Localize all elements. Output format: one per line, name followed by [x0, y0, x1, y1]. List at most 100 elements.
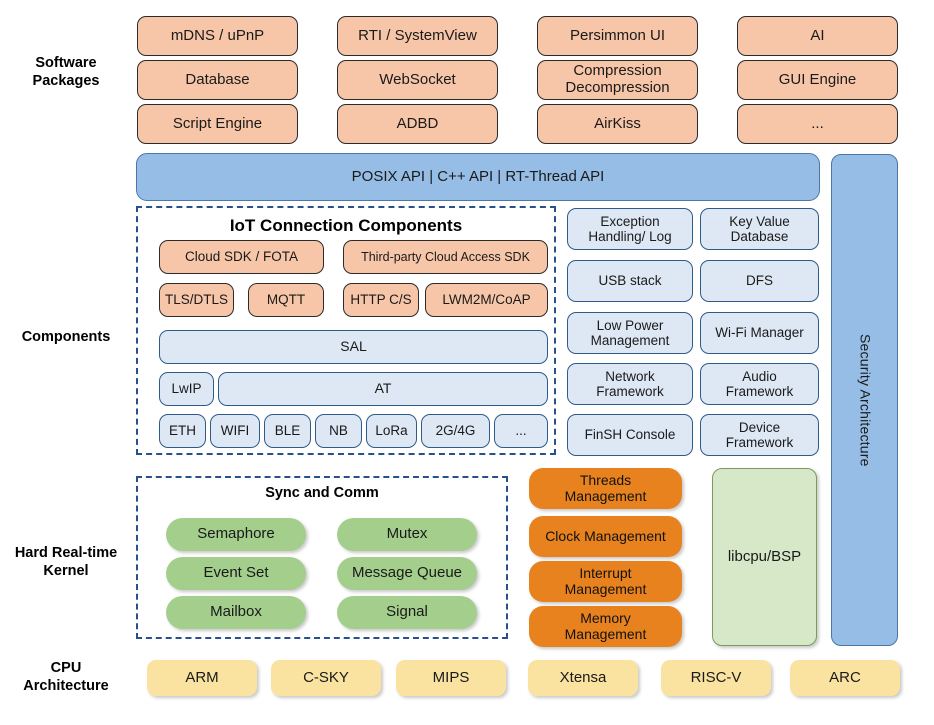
component-dfs[interactable]: DFS — [700, 260, 819, 302]
iot-mqtt[interactable]: MQTT — [248, 283, 324, 317]
component-key-value-database-label: Key Value Database — [729, 213, 790, 244]
iot-tls-dtls-label: TLS/DTLS — [164, 292, 229, 308]
kernel-message-queue[interactable]: Message Queue — [337, 557, 477, 590]
row-label-software-packages: Software Packages — [0, 50, 132, 96]
cpu-arm-label: ARM — [185, 668, 219, 686]
kernel-mailbox-label: Mailbox — [210, 603, 262, 621]
iot-at-label: AT — [374, 380, 392, 397]
iot-tls-dtls[interactable]: TLS/DTLS — [159, 283, 234, 317]
component-usb-stack-label: USB stack — [598, 273, 662, 289]
package-adbd[interactable]: ADBD — [337, 104, 498, 144]
package-gui-engine[interactable]: GUI Engine — [737, 60, 898, 100]
iot-third-party-cloud-access-sdk-label: Third-party Cloud Access SDK — [361, 250, 530, 264]
package-compression-decompression[interactable]: Compression Decompression — [537, 60, 698, 100]
iot-sal[interactable]: SAL — [159, 330, 548, 364]
cpu-c-sky[interactable]: C-SKY — [271, 660, 381, 696]
iot-mqtt-label: MQTT — [266, 292, 306, 308]
component-finsh-console[interactable]: FinSH Console — [567, 414, 693, 456]
kernel-semaphore[interactable]: Semaphore — [166, 518, 306, 551]
api-bar-label: POSIX API | C++ API | RT-Thread API — [351, 167, 605, 185]
iot-http-cs[interactable]: HTTP C/S — [343, 283, 419, 317]
iot-cloud-sdk-fota[interactable]: Cloud SDK / FOTA — [159, 240, 324, 274]
iot-link-2g-4g-label: 2G/4G — [435, 423, 476, 439]
package-rti-systemview[interactable]: RTI / SystemView — [337, 16, 498, 56]
cpu-xtensa-label: Xtensa — [559, 668, 607, 686]
iot-link-lora[interactable]: LoRa — [366, 414, 417, 448]
component-device-framework[interactable]: Device Framework — [700, 414, 819, 456]
kernel-event-set[interactable]: Event Set — [166, 557, 306, 590]
cpu-c-sky-label: C-SKY — [303, 668, 349, 686]
kernel-mailbox[interactable]: Mailbox — [166, 596, 306, 629]
iot-link-nb[interactable]: NB — [315, 414, 362, 448]
package-script-engine-label: Script Engine — [172, 114, 263, 132]
iot-link-wifi[interactable]: WIFI — [210, 414, 260, 448]
component-wifi-manager[interactable]: Wi-Fi Manager — [700, 312, 819, 354]
iot-link-eth[interactable]: ETH — [159, 414, 206, 448]
package-ai-label: AI — [810, 26, 825, 44]
component-exception-handling-log-label: Exception Handling/ Log — [588, 213, 672, 244]
iot-link-2g-4g[interactable]: 2G/4G — [421, 414, 490, 448]
iot-lwm2m-coap[interactable]: LWM2M/CoAP — [425, 283, 548, 317]
package-airkiss-label: AirKiss — [594, 114, 641, 132]
iot-at[interactable]: AT — [218, 372, 548, 406]
row-label-cpu-architecture: CPU Architecture — [0, 655, 132, 701]
component-network-framework[interactable]: Network Framework — [567, 363, 693, 405]
security-architecture-bar[interactable]: Security Architecture — [831, 154, 898, 646]
iot-link-more-label: ... — [515, 423, 527, 439]
package-ai[interactable]: AI — [737, 16, 898, 56]
cpu-arc[interactable]: ARC — [790, 660, 900, 696]
cpu-xtensa[interactable]: Xtensa — [528, 660, 638, 696]
cpu-arm[interactable]: ARM — [147, 660, 257, 696]
component-exception-handling-log[interactable]: Exception Handling/ Log — [567, 208, 693, 250]
kernel-clock-management[interactable]: Clock Management — [529, 516, 682, 557]
kernel-threads-management-label: Threads Management — [564, 471, 647, 504]
iot-link-eth-label: ETH — [169, 423, 196, 439]
component-finsh-console-label: FinSH Console — [584, 427, 676, 443]
package-persimmon-ui[interactable]: Persimmon UI — [537, 16, 698, 56]
package-more-label: ... — [811, 114, 824, 132]
package-airkiss[interactable]: AirKiss — [537, 104, 698, 144]
package-adbd-label: ADBD — [396, 114, 439, 132]
kernel-mutex[interactable]: Mutex — [337, 518, 477, 551]
kernel-signal-label: Signal — [386, 603, 428, 621]
component-audio-framework[interactable]: Audio Framework — [700, 363, 819, 405]
component-key-value-database[interactable]: Key Value Database — [700, 208, 819, 250]
libcpu-bsp-box[interactable]: libcpu/BSP — [712, 468, 817, 646]
package-compression-decompression-label: Compression Decompression — [565, 62, 670, 96]
kernel-memory-management[interactable]: Memory Management — [529, 606, 682, 647]
cpu-mips[interactable]: MIPS — [396, 660, 506, 696]
package-websocket-label: WebSocket — [379, 70, 456, 88]
kernel-event-set-label: Event Set — [203, 564, 269, 582]
component-audio-framework-label: Audio Framework — [725, 368, 794, 399]
iot-http-cs-label: HTTP C/S — [350, 292, 412, 308]
package-more[interactable]: ... — [737, 104, 898, 144]
package-mdns-upnp-label: mDNS / uPnP — [170, 26, 265, 44]
package-mdns-upnp[interactable]: mDNS / uPnP — [137, 16, 298, 56]
api-bar: POSIX API | C++ API | RT-Thread API — [136, 153, 820, 201]
row-label-components: Components — [0, 325, 132, 351]
kernel-signal[interactable]: Signal — [337, 596, 477, 629]
iot-lwip[interactable]: LwIP — [159, 372, 214, 406]
row-label-components-text: Components — [21, 329, 111, 346]
cpu-risc-v[interactable]: RISC-V — [661, 660, 771, 696]
kernel-semaphore-label: Semaphore — [197, 525, 275, 543]
sync-and-comm-title: Sync and Comm — [265, 485, 379, 501]
iot-third-party-cloud-access-sdk[interactable]: Third-party Cloud Access SDK — [343, 240, 548, 274]
package-database[interactable]: Database — [137, 60, 298, 100]
package-script-engine[interactable]: Script Engine — [137, 104, 298, 144]
package-persimmon-ui-label: Persimmon UI — [569, 26, 666, 44]
component-usb-stack[interactable]: USB stack — [567, 260, 693, 302]
kernel-interrupt-management[interactable]: Interrupt Management — [529, 561, 682, 602]
iot-sal-label: SAL — [340, 338, 367, 355]
cpu-mips-label: MIPS — [432, 668, 470, 686]
iot-link-ble[interactable]: BLE — [264, 414, 311, 448]
iot-lwip-label: LwIP — [171, 381, 202, 397]
iot-lwm2m-coap-label: LWM2M/CoAP — [442, 292, 531, 308]
iot-link-more[interactable]: ... — [494, 414, 548, 448]
security-architecture-label: Security Architecture — [857, 333, 874, 467]
package-websocket[interactable]: WebSocket — [337, 60, 498, 100]
iot-link-nb-label: NB — [329, 423, 348, 439]
component-low-power-management[interactable]: Low Power Management — [567, 312, 693, 354]
kernel-threads-management[interactable]: Threads Management — [529, 468, 682, 509]
